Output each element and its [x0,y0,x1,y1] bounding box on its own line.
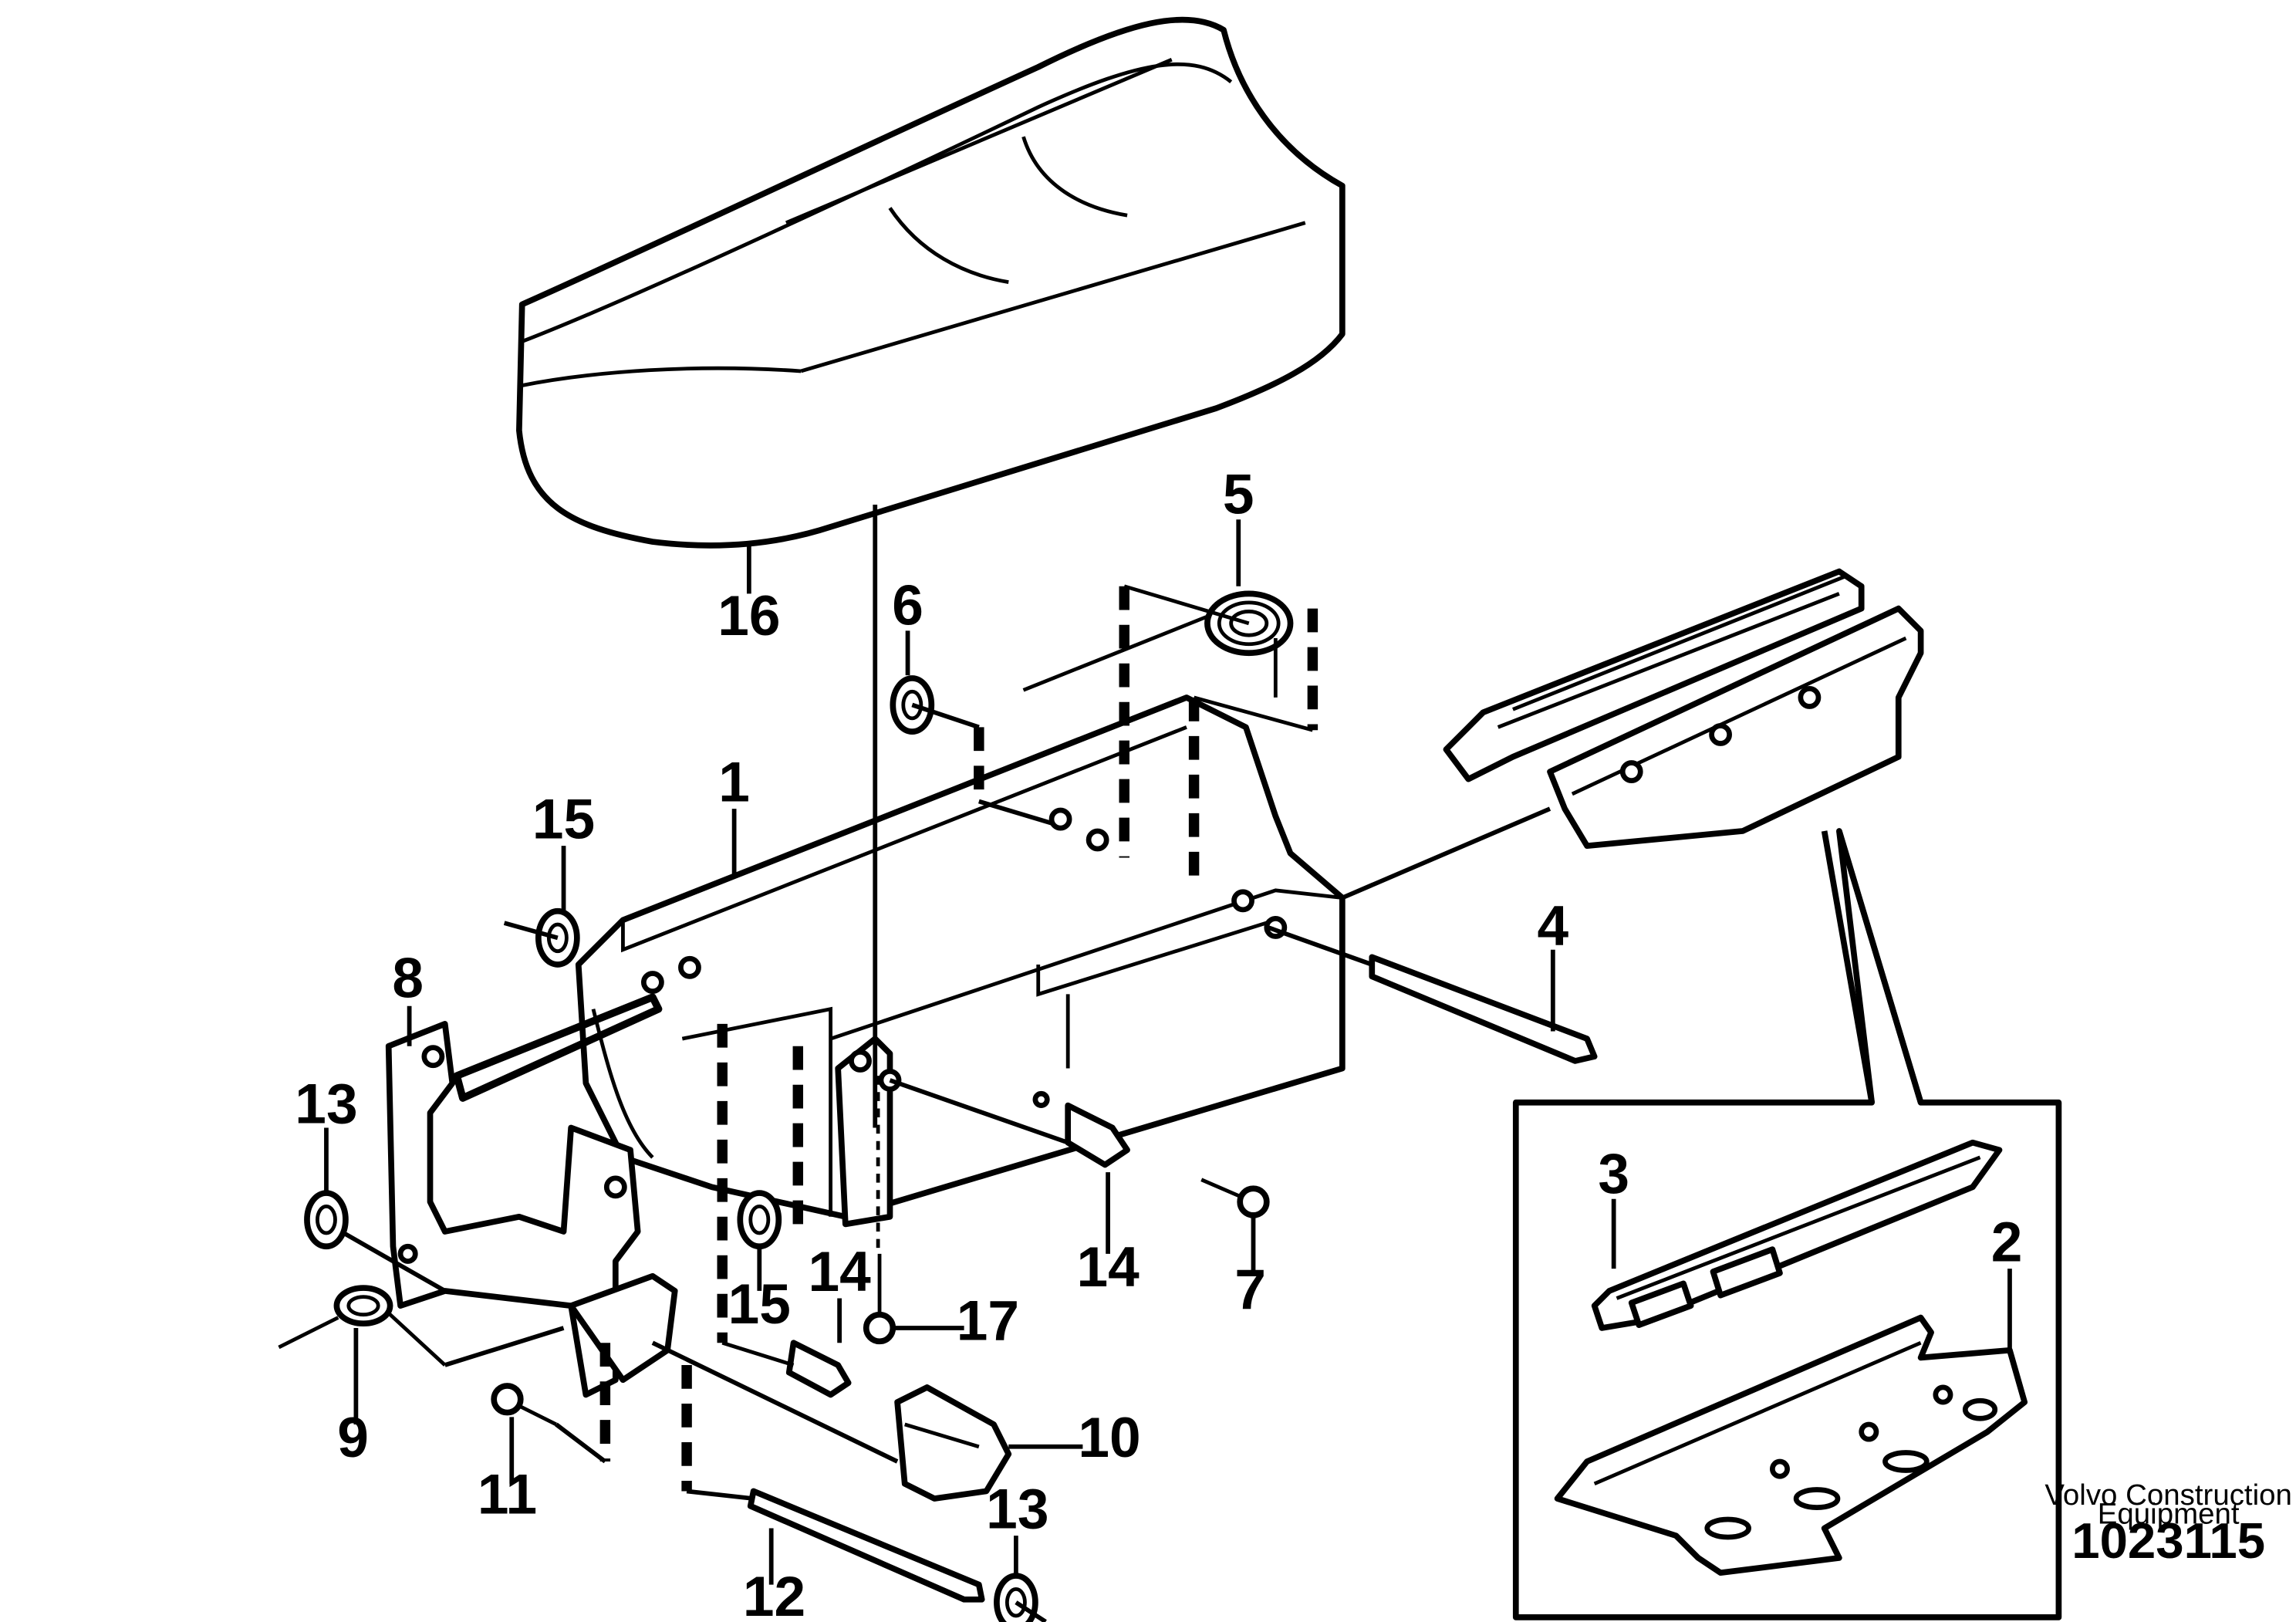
rod-part-12[interactable] [747,1488,985,1603]
pin-part-14-right[interactable] [1065,1102,1130,1168]
spring-part-9[interactable] [278,1285,447,1367]
gear-rack-part-3-top[interactable] [1443,568,1865,782]
document-number: 1023115 [2071,1512,2265,1569]
callout-16[interactable]: 16 [718,585,780,647]
callout-leaders [324,519,1555,1585]
torsion-spring-part-5[interactable] [1022,590,1294,698]
callout-1[interactable]: 1 [718,752,750,814]
brand-line-1: Volvo Construction [2044,1478,2292,1512]
callout-4[interactable]: 4 [1538,895,1569,958]
bracket-part-8[interactable] [385,1021,678,1398]
callout-17[interactable]: 17 [957,1289,1019,1352]
callout-5[interactable]: 5 [1223,464,1254,526]
callout-labels: 1 2 3 4 5 6 7 8 9 10 11 12 13 13 14 14 1… [295,464,2022,1622]
callout-7[interactable]: 7 [1234,1259,1266,1321]
callout-14-lower[interactable]: 14 [808,1241,871,1303]
rack-housing-part-2-top[interactable] [1547,605,1924,850]
callout-2[interactable]: 2 [1991,1211,2023,1273]
callout-3[interactable]: 3 [1598,1143,1629,1205]
detail-inset [1512,828,2062,1620]
callout-13-bottom[interactable]: 13 [986,1478,1048,1541]
callout-15-lower[interactable]: 15 [728,1273,791,1336]
pin-part-14-lower[interactable] [785,1340,852,1398]
callout-12[interactable]: 12 [743,1566,805,1622]
brand-line-2: Equipment [2098,1498,2240,1531]
detail-gear-rack-part-3[interactable] [1591,1139,2003,1331]
callout-11[interactable]: 11 [478,1463,537,1526]
callout-8[interactable]: 8 [392,947,424,1009]
screw-part-11[interactable] [491,1383,558,1427]
callout-10[interactable]: 10 [1078,1407,1140,1469]
callout-15-upper[interactable]: 15 [532,789,595,851]
washer-part-15-lower[interactable] [737,1190,782,1250]
armrest-housing-part-1[interactable] [575,694,1346,1228]
washer-part-13-left[interactable] [304,1190,349,1250]
seat-cushion-part-16[interactable] [516,16,1346,549]
detail-rack-housing-part-2[interactable] [1554,1198,2028,1576]
callout-6[interactable]: 6 [892,575,923,637]
screw-part-7[interactable] [1200,1178,1270,1218]
callout-13-left[interactable]: 13 [295,1073,357,1136]
callout-14-right[interactable]: 14 [1076,1236,1140,1299]
knob-part-10[interactable] [894,1384,1012,1502]
pin-part-4[interactable] [1369,954,1598,1064]
assembly-dashed-lines [599,584,1319,1492]
washer-part-13-bottom[interactable] [994,1573,1038,1622]
brand-block: Volvo Construction Equipment 1023115 [2044,1478,2292,1569]
assembly-axis-lines [339,505,1551,1622]
callout-9[interactable]: 9 [337,1407,369,1469]
